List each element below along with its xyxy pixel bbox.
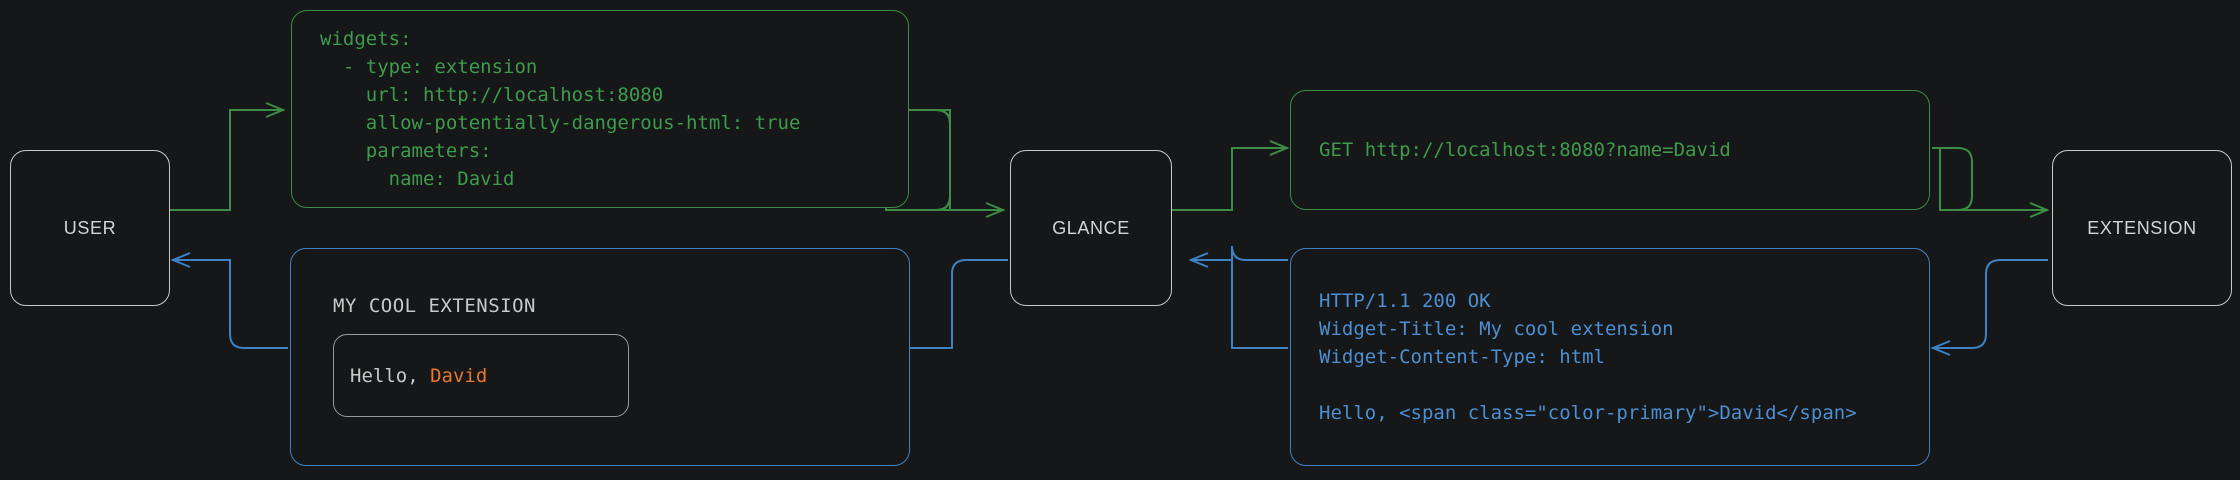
arrow-extension-to-response	[1930, 259, 2048, 356]
node-user[interactable]: USER	[10, 150, 170, 306]
widget-preview-box: MY COOL EXTENSION Hello, David	[290, 248, 910, 466]
arrow-request-to-extension	[1932, 147, 2050, 218]
node-glance[interactable]: GLANCE	[1010, 150, 1172, 306]
node-extension-label: EXTENSION	[2087, 217, 2197, 238]
http-response-text: HTTP/1.1 200 OK Widget-Title: My cool ex…	[1319, 290, 1857, 424]
arrow-widget-to-user	[170, 252, 288, 349]
widget-preview-title: MY COOL EXTENSION	[333, 295, 536, 317]
arrow-user-to-config	[170, 102, 286, 211]
widget-preview-greeting: Hello, David	[334, 365, 487, 387]
http-request-box: GET http://localhost:8080?name=David	[1290, 90, 1930, 210]
http-response-box: HTTP/1.1 200 OK Widget-Title: My cool ex…	[1290, 248, 1930, 466]
config-yaml-box: widgets: - type: extension url: http://l…	[291, 10, 909, 208]
widget-greeting-name: David	[430, 364, 488, 387]
arrow-response-to-glance	[1188, 245, 1288, 349]
widget-greeting-prefix: Hello,	[350, 364, 431, 387]
node-extension[interactable]: EXTENSION	[2052, 150, 2232, 306]
http-request-text: GET http://localhost:8080?name=David	[1319, 139, 1731, 161]
arrow-glance-to-request	[1172, 140, 1290, 211]
config-yaml-text: widgets: - type: extension url: http://l…	[320, 28, 801, 190]
node-glance-label: GLANCE	[1052, 217, 1130, 238]
widget-preview-inner-card: Hello, David	[333, 334, 629, 417]
node-user-label: USER	[63, 217, 117, 238]
